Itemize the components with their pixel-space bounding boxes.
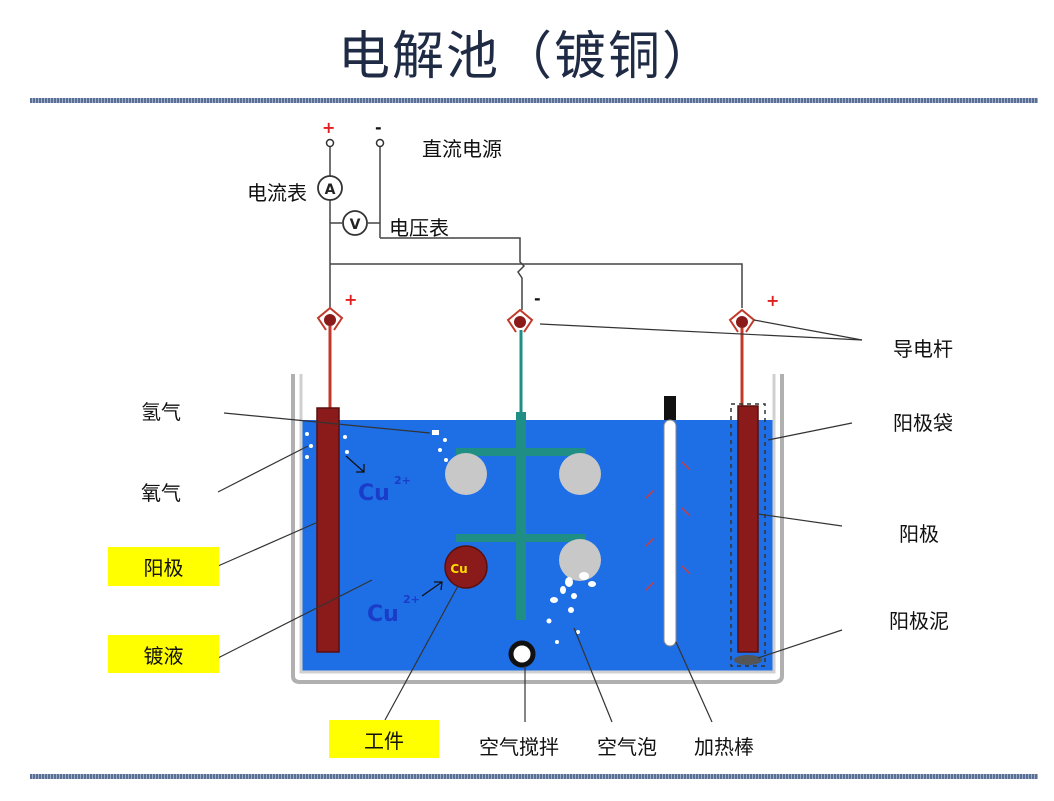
- heat-arrows: [645, 461, 691, 591]
- negative-terminal-sign: -: [375, 118, 382, 137]
- cu-ion-lower: Cu: [367, 602, 399, 627]
- conductive-rod-label: 导电杆: [893, 337, 953, 361]
- cu-ball-label: Cu: [450, 562, 467, 576]
- cu-ion-upper-charge: 2+: [394, 474, 411, 487]
- air-bubble-label: 空气泡: [597, 735, 657, 759]
- anode-bag-label: 阳极袋: [893, 411, 953, 435]
- right-anode: +: [728, 291, 779, 667]
- voltmeter-label: 电压表: [389, 216, 449, 240]
- left-anode-label: 阳极: [108, 547, 219, 586]
- dc-power-terminals: + -: [322, 118, 385, 148]
- plating-tank: [291, 374, 784, 684]
- workpiece-label: 工件: [329, 720, 439, 758]
- right-anode-label: 阳极: [899, 522, 939, 546]
- ammeter-label: 电流表: [247, 181, 307, 205]
- oxygen-label: 氧气: [141, 481, 181, 505]
- bubbles: [305, 430, 596, 644]
- leader-lines: [217, 319, 863, 723]
- cu-ion-upper: Cu: [358, 481, 390, 506]
- air-stirring-label: 空气搅拌: [479, 735, 559, 759]
- heating-rod: [663, 396, 677, 647]
- hydrogen-label: 氢气: [141, 400, 181, 424]
- positive-terminal: [325, 138, 335, 148]
- negative-terminal: [375, 138, 385, 148]
- ammeter: A: [317, 175, 343, 201]
- footer-divider: [30, 774, 1038, 779]
- positive-terminal-sign: +: [322, 118, 335, 137]
- air-inlet: [508, 640, 536, 668]
- right-anode-plus: +: [766, 291, 779, 310]
- workpieces: Cu: [444, 453, 601, 589]
- title-divider: [30, 98, 1038, 103]
- heating-rod-label: 加热棒: [694, 735, 754, 759]
- page-title: 电解池（镀铜）: [337, 27, 716, 87]
- left-anode: +: [316, 290, 357, 653]
- voltmeter-symbol: V: [350, 217, 361, 233]
- cathode-minus: -: [534, 289, 541, 308]
- dc-power-label: 直流电源: [422, 137, 502, 161]
- circuit-wires: [329, 147, 743, 310]
- plating-solution-fill: [301, 420, 773, 672]
- cu-ion-lower-charge: 2+: [403, 593, 420, 606]
- left-anode-plus: +: [344, 290, 357, 309]
- anode-mud-label: 阳极泥: [889, 609, 949, 633]
- ammeter-symbol: A: [325, 182, 336, 198]
- plating-solution-label: 镀液: [108, 635, 219, 673]
- voltmeter: V: [342, 210, 368, 236]
- cathode-rod: -: [456, 289, 586, 620]
- ion-arrows: [345, 455, 443, 597]
